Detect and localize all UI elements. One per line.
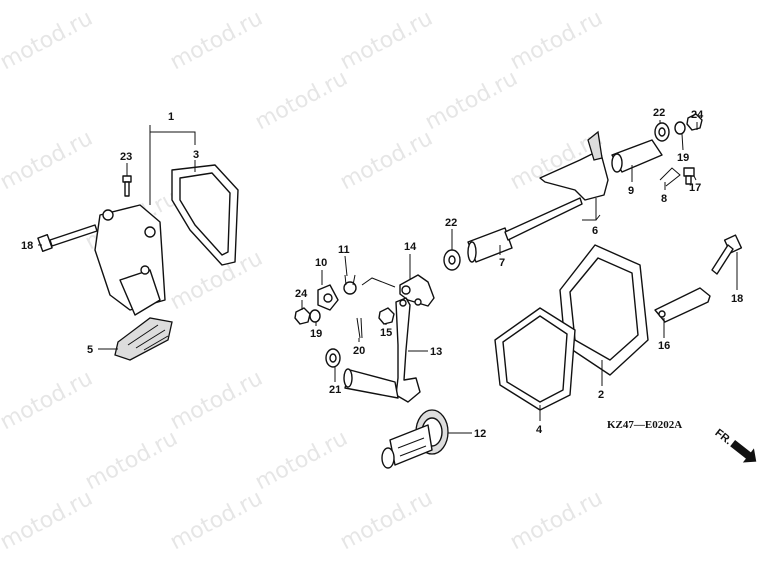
watermark-text: motod.ru (251, 66, 352, 135)
callout-22: 22 (445, 217, 457, 229)
callout-22-right: 22 (653, 107, 665, 119)
callout-labels: 1 3 23 18 5 10 11 14 24 19 20 15 13 21 1… (21, 107, 743, 440)
watermark-text: motod.ru (0, 486, 97, 555)
watermark-text: motod.ru (0, 366, 97, 435)
part-gasket-3 (171, 164, 239, 266)
watermark-text: motod.ru (336, 6, 437, 75)
callout-16: 16 (658, 340, 670, 352)
part-bearing-22-right (654, 122, 670, 142)
part-washer-19-right (674, 121, 686, 135)
callout-23: 23 (120, 151, 132, 163)
callout-24-right: 24 (691, 109, 704, 121)
part-cover-1 (94, 204, 166, 316)
part-nut-24 (294, 307, 311, 325)
part-pin-20 (356, 317, 363, 339)
watermark-text: motod.ru (0, 126, 97, 195)
watermark-text: motod.ru (251, 426, 352, 495)
part-lever-13 (343, 297, 421, 403)
callout-24: 24 (295, 288, 308, 300)
part-gasket-4 (494, 307, 576, 411)
callout-19: 19 (310, 328, 322, 340)
watermark-text: motod.ru (81, 426, 182, 495)
callout-12: 12 (474, 428, 486, 440)
watermark-text: motod.ru (421, 66, 522, 135)
callout-18: 18 (21, 240, 33, 252)
part-washer-19 (309, 309, 321, 323)
callout-9: 9 (628, 185, 634, 197)
part-case-2 (559, 244, 649, 376)
watermark-text: motod.ru (166, 6, 267, 75)
watermark-text: motod.ru (0, 6, 97, 75)
watermark-text: motod.ru (166, 486, 267, 555)
callout-13: 13 (430, 346, 442, 358)
callout-14: 14 (404, 241, 417, 253)
part-bolt-18-right (711, 234, 743, 275)
part-gear-12 (381, 409, 449, 469)
leader-lines (38, 120, 738, 434)
callout-18-right: 18 (731, 293, 743, 305)
callout-11: 11 (338, 244, 350, 256)
callout-2: 2 (598, 389, 604, 401)
callout-4: 4 (536, 424, 543, 436)
callout-5: 5 (87, 344, 93, 356)
part-plate-16 (654, 287, 711, 323)
part-nut-15 (378, 307, 395, 325)
part-rubber-5 (114, 317, 173, 361)
part-bolt-17 (683, 167, 695, 185)
watermark-text: motod.ru (506, 486, 607, 555)
callout-20: 20 (353, 345, 365, 357)
part-spring-8 (659, 167, 681, 187)
part-arm-14 (361, 274, 435, 307)
part-cylinder-9 (611, 139, 663, 173)
callout-3: 3 (193, 149, 199, 161)
part-shaft-7 (467, 197, 583, 263)
callout-10: 10 (315, 257, 327, 269)
front-arrow-label: FR. (713, 427, 734, 447)
callout-19-right: 19 (677, 152, 689, 164)
part-bolt-23 (122, 175, 132, 197)
part-bolt-18-left (37, 224, 98, 252)
callout-1: 1 (168, 111, 174, 123)
callout-17: 17 (689, 182, 701, 194)
watermark-text: motod.ru (336, 126, 437, 195)
watermark-text: motod.ru (336, 486, 437, 555)
watermark-text: motod.ru (166, 366, 267, 435)
part-spring-11 (343, 274, 357, 295)
callout-21: 21 (329, 384, 341, 396)
front-arrow-icon: FR. (713, 427, 757, 463)
callout-15: 15 (380, 327, 392, 339)
part-fork-6 (539, 130, 609, 201)
callout-6: 6 (592, 225, 598, 237)
part-nut-24-right (686, 113, 703, 131)
callout-8: 8 (661, 193, 667, 205)
diagram-code: KZ47—E0202A (607, 419, 682, 431)
part-bearing-22-left (443, 249, 461, 271)
part-10 (317, 284, 339, 311)
callout-7: 7 (499, 257, 505, 269)
part-seal-21 (325, 348, 341, 368)
watermark-text: motod.ru (506, 6, 607, 75)
